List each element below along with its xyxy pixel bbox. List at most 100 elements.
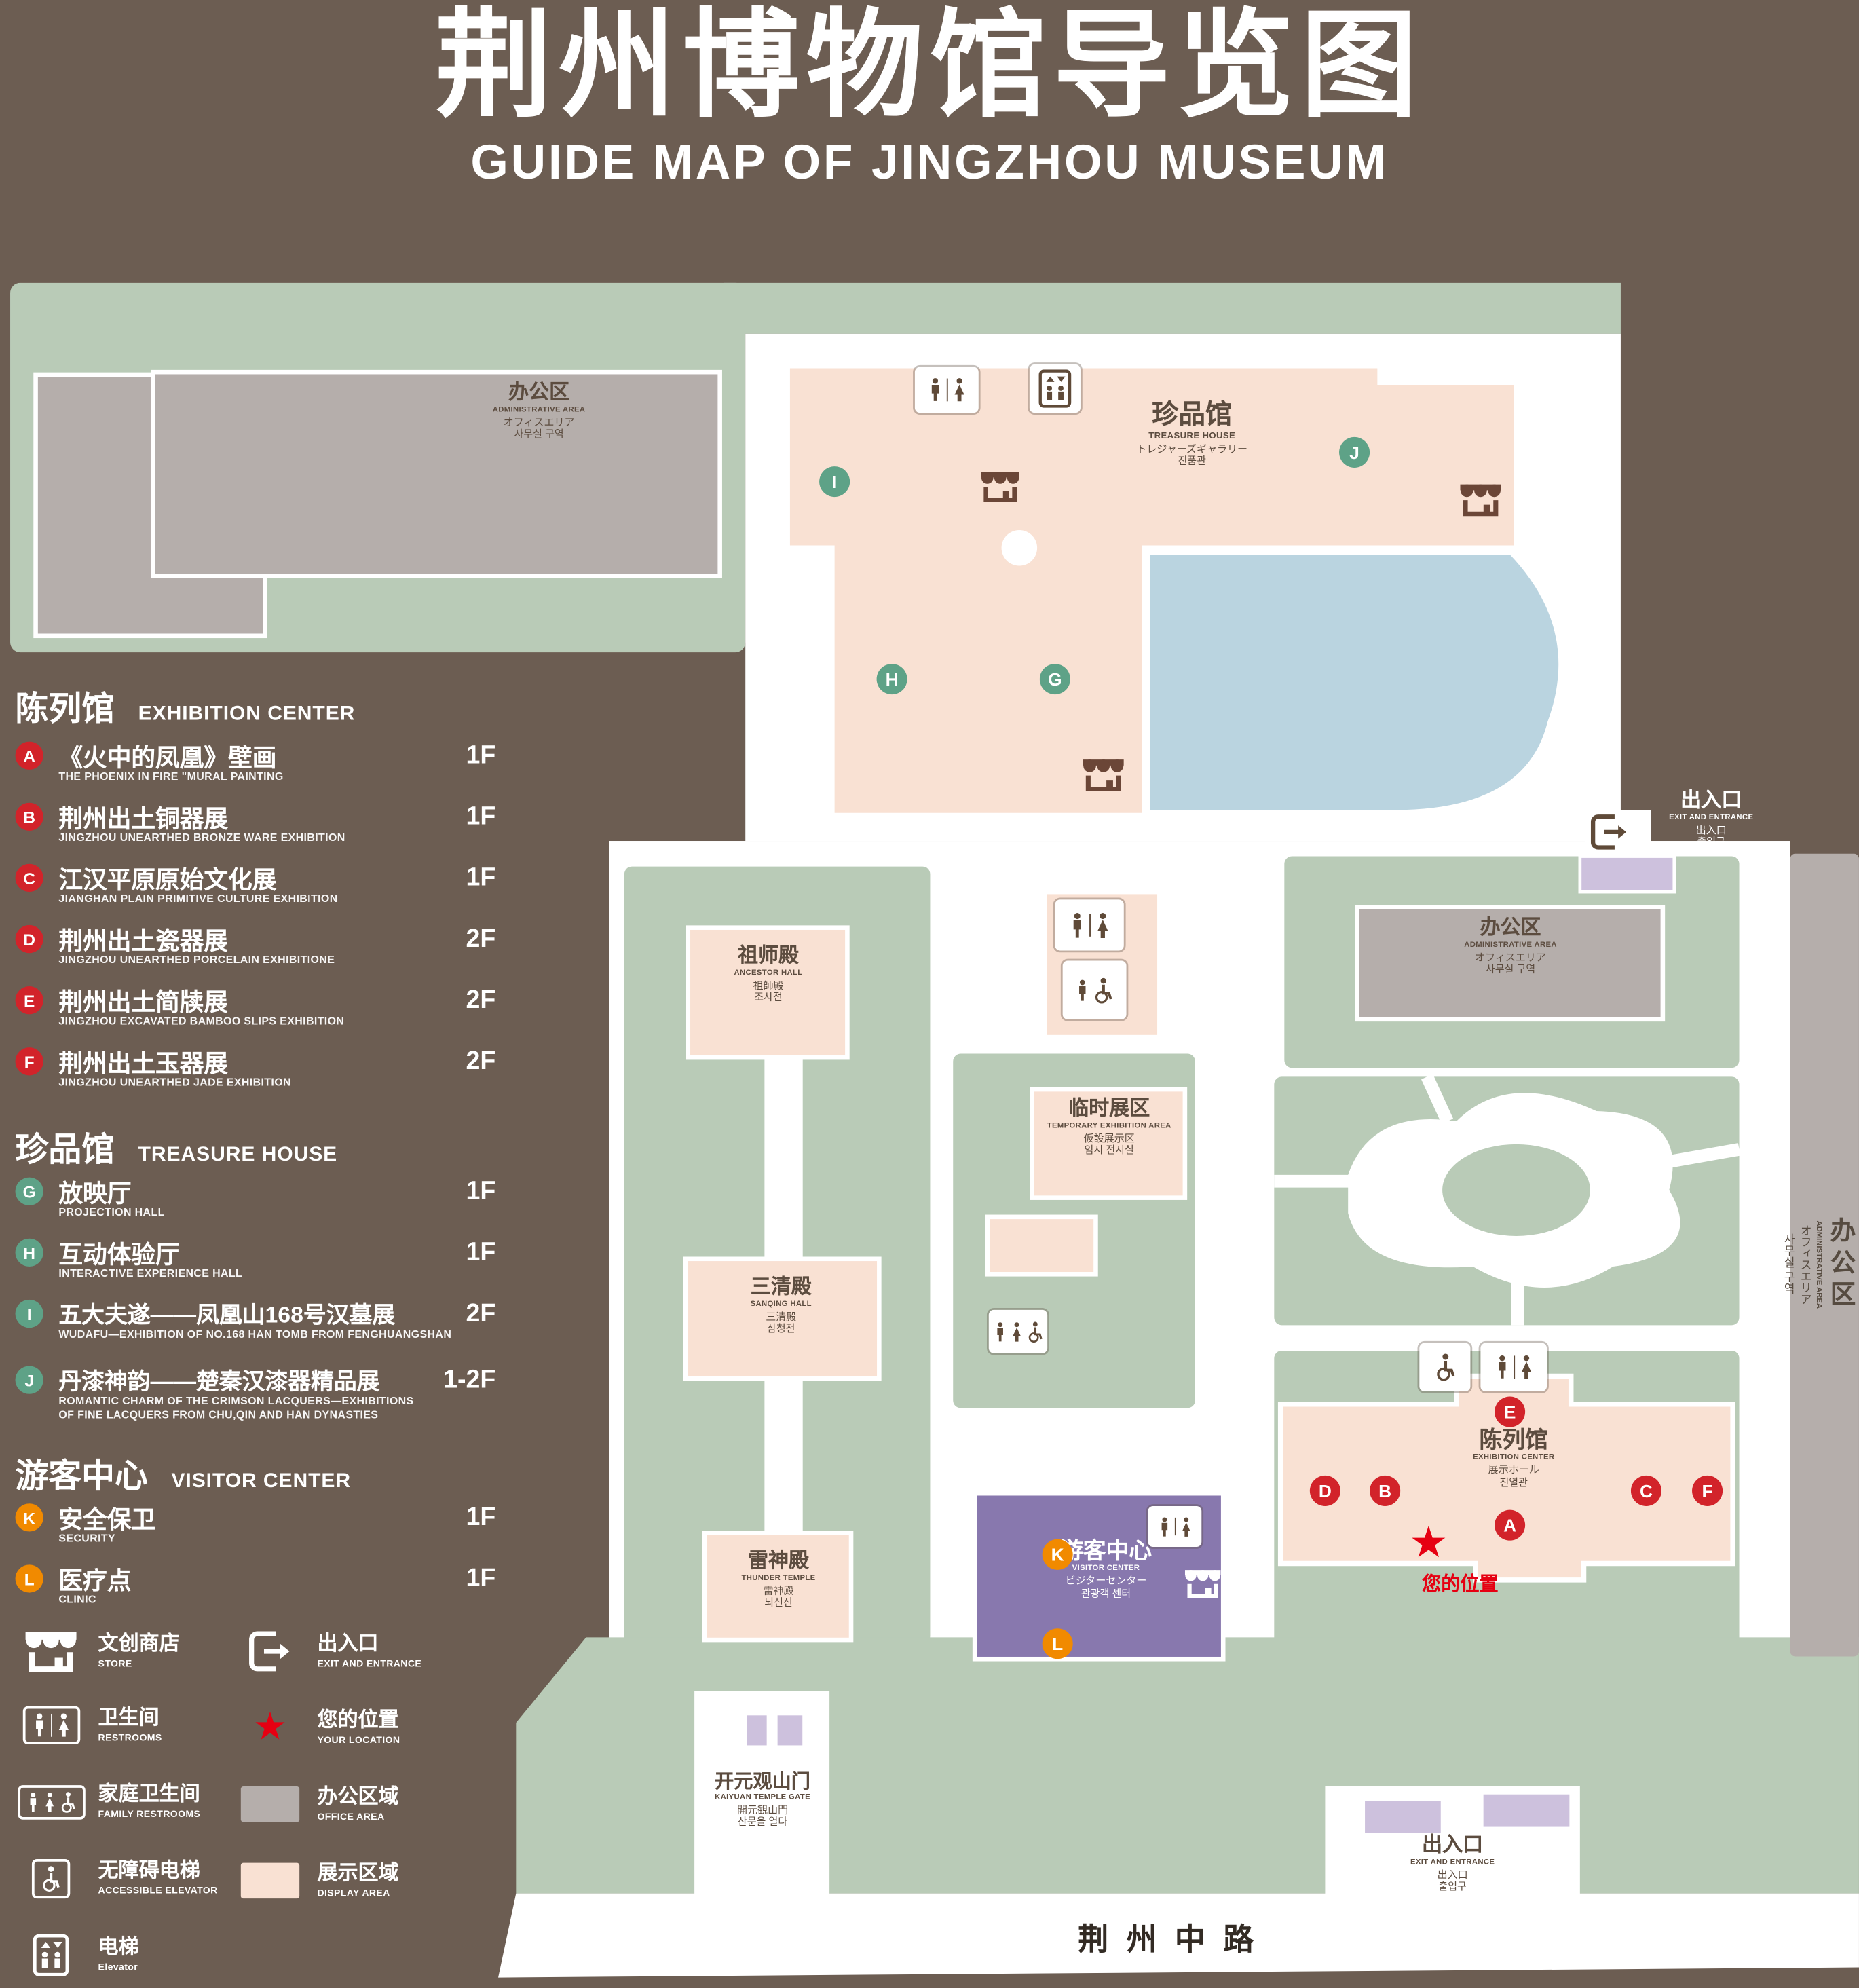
item-floor: 1F	[466, 802, 496, 831]
symbol-zh: 电梯	[98, 1937, 139, 1959]
label-zh: 出入口	[1422, 1835, 1484, 1857]
location-star-icon: ★	[252, 1706, 288, 1748]
label-ko: 뇌신전	[764, 1596, 793, 1609]
symbol-zh: 卫生间	[98, 1708, 159, 1730]
temporary-exhibition-building	[1030, 1087, 1188, 1200]
item-floor: 1-2F	[443, 1366, 496, 1394]
item-name: 医疗点	[58, 1568, 132, 1596]
marker-badge: D	[15, 924, 43, 954]
lake	[1146, 550, 1562, 814]
elevator-icon	[16, 1934, 87, 1976]
label-zh: 办公区	[508, 382, 570, 405]
item-sub: WUDAFU—EXHIBITION OF NO.168 HAN TOMB FRO…	[58, 1328, 452, 1340]
zone-top-band	[724, 282, 1621, 334]
restroom-icon	[1148, 1505, 1202, 1548]
marker-badge: J	[15, 1366, 43, 1394]
map-marker-A: A	[1495, 1509, 1526, 1541]
store-icon	[1185, 1570, 1221, 1598]
label-ja: 仮設展示区	[1083, 1132, 1135, 1144]
legend-symbol-store: 文创商店 STORE	[16, 1621, 180, 1682]
symbol-en: STORE	[98, 1657, 132, 1669]
item-floor: 2F	[466, 1047, 496, 1076]
gate-pillar-right	[774, 1712, 806, 1749]
label-ko: 사무실 구역	[1485, 963, 1536, 975]
office-area-swatch	[234, 1786, 305, 1822]
label-ja: 三清殿	[766, 1311, 797, 1323]
label-ja: オフィスエリア	[503, 416, 575, 428]
restroom-icon	[16, 1706, 87, 1745]
legend-item-J: J 丹漆神韵——楚秦汉漆器精品展 ROMANTIC CHARM OF THE C…	[15, 1364, 509, 1442]
map-marker-E: E	[1495, 1396, 1526, 1427]
exit-icon	[1590, 814, 1628, 850]
marker-badge: A	[15, 741, 43, 770]
round-plaza	[1001, 529, 1038, 566]
temple-path-2	[764, 1379, 803, 1533]
label-zh: 开元观山门	[715, 1771, 810, 1793]
label-sanqing-hall: 三清殿 SANQING HALL 三清殿 삼청전	[686, 1277, 877, 1335]
legend-symbol-accessible-elevator: 无障碍电梯 ACCESSIBLE ELEVATOR	[16, 1848, 218, 1909]
label-zh: 游客中心	[1059, 1537, 1152, 1564]
label-thunder-temple: 雷神殿 THUNDER TEMPLE 雷神殿 뇌신전	[683, 1551, 874, 1609]
symbol-zh: 出入口	[317, 1634, 379, 1656]
label-en: VISITOR CENTER	[1072, 1564, 1140, 1573]
family-restroom-icon	[988, 1309, 1048, 1353]
item-name: 荆州出土铜器展	[58, 806, 229, 833]
legend-item-E: E 荆州出土简牍展 JINGZHOU EXCAVATED BAMBOO SLIP…	[15, 983, 509, 1042]
label-admin-right: 办公区 ADMINISTRATIVE AREA オフィスエリア 사무실 구역	[1782, 882, 1859, 1646]
entrance-structures	[743, 855, 1676, 1837]
item-sub: CLINIC	[58, 1592, 96, 1606]
item-sub: JINGZHOU EXCAVATED BAMBOO SLIPS EXHIBITI…	[58, 1014, 345, 1028]
your-location-label: 您的位置	[1422, 1573, 1499, 1596]
label-ja: 雷神殿	[763, 1585, 794, 1597]
symbol-zh: 文创商店	[98, 1634, 180, 1656]
restroom-icon	[1055, 899, 1124, 951]
exit-icon	[234, 1631, 305, 1672]
marker-badge: B	[15, 802, 43, 831]
label-zh: 雷神殿	[747, 1550, 810, 1573]
legend: 陈列馆 EXHIBITION CENTER A 《火中的凤凰》壁画 THE PH…	[15, 683, 509, 1983]
item-sub: THE PHOENIX IN FIRE "MURAL PAINTING	[58, 769, 284, 783]
legend-item-B: B 荆州出土铜器展 JINGZHOU UNEARTHED BRONZE WARE…	[15, 800, 509, 859]
item-sub: ROMANTIC CHARM OF THE CRIMSON LACQUERS—E…	[58, 1393, 414, 1421]
symbol-en: YOUR LOCATION	[317, 1733, 400, 1746]
label-ja: 展示ホール	[1488, 1464, 1539, 1476]
label-ja: オフィスエリア	[1799, 1224, 1812, 1305]
family-restroom-icon	[1062, 960, 1127, 1019]
elevator-icon	[1029, 364, 1081, 413]
marker-badge: F	[15, 1047, 43, 1076]
label-en: THUNDER TEMPLE	[741, 1575, 816, 1583]
item-sub: INTERACTIVE EXPERIENCE HALL	[58, 1267, 243, 1279]
map-marker-I: I	[819, 466, 850, 498]
item-sub: SECURITY	[58, 1531, 116, 1545]
store-icon	[16, 1632, 87, 1671]
label-admin-top: 办公区 ADMINISTRATIVE AREA オフィスエリア 사무실 구역	[443, 382, 635, 440]
legend-symbol-restroom: 卫生间 RESTROOMS	[16, 1695, 162, 1756]
map-marker-K: K	[1042, 1539, 1073, 1570]
accessible-elevator-icon	[16, 1858, 87, 1898]
label-ja: 出入口	[1437, 1869, 1468, 1881]
campus-map: 办公区 ADMINISTRATIVE AREA オフィスエリア 사무실 구역 珍…	[10, 282, 1859, 1988]
south-entrance-booth-left	[1362, 1797, 1444, 1837]
legend-item-F: F 荆州出土玉器展 JINGZHOU UNEARTHED JADE EXHIBI…	[15, 1045, 509, 1103]
item-sub: JINGZHOU UNEARTHED PORCELAIN EXHIBITIONE	[58, 953, 335, 966]
label-zh: 办公区	[1480, 917, 1541, 939]
section-title-zh: 游客中心	[15, 1456, 148, 1495]
symbol-en: EXIT AND ENTRANCE	[317, 1657, 422, 1669]
family-restroom-icon	[16, 1784, 87, 1819]
store-kiosk-building	[985, 1214, 1098, 1277]
section-title-en: TREASURE HOUSE	[138, 1144, 338, 1166]
label-exhibition-center: 陈列馆 EXHIBITION CENTER 展示ホール 진열관	[1418, 1427, 1609, 1488]
item-name: 丹漆神韵——楚秦汉漆器精品展	[58, 1368, 380, 1394]
marker-badge: K	[15, 1503, 43, 1532]
label-kaiyuan-gate: 开元观山门 KAIYUAN TEMPLE GATE 開元観山門 산문을 열다	[683, 1771, 842, 1828]
east-entrance-booth	[1578, 855, 1676, 894]
map-marker-J: J	[1339, 436, 1370, 468]
label-ko: 사무실 구역	[1782, 1233, 1796, 1294]
ancestor-hall-building	[686, 925, 850, 1060]
legend-item-K: K 安全保卫 SECURITY 1F	[15, 1501, 509, 1559]
map-marker-G: G	[1039, 664, 1070, 695]
label-zh: 祖师殿	[737, 945, 800, 967]
legend-symbol-exit: 出入口 EXIT AND ENTRANCE	[234, 1621, 421, 1682]
legend-item-I: I 五大夫遂——凤凰山168号汉墓展 WUDAFU—EXHIBITION OF …	[15, 1297, 509, 1355]
